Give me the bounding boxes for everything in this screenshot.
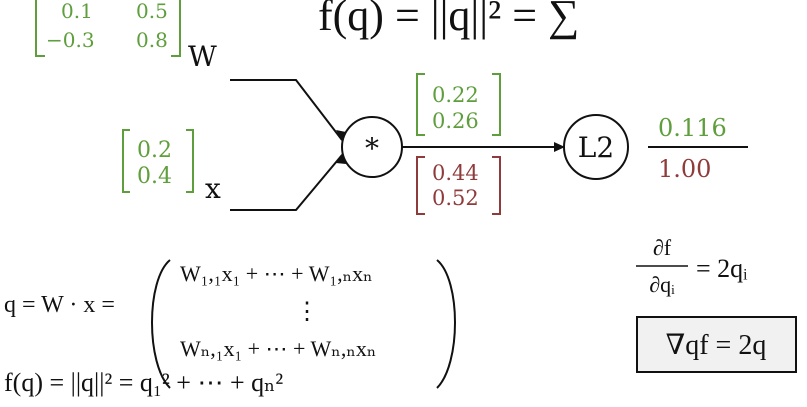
l2-forward-value: 0.116 (658, 114, 727, 142)
w21-value: −0.3 (46, 28, 95, 52)
q-equals-text: q = W · x = (4, 292, 115, 318)
graph-edges (230, 79, 748, 211)
multiply-forward-values: 0.22 0.26 (416, 73, 501, 136)
l2-gradient-value: 1.00 (658, 155, 711, 183)
w-label: W (188, 40, 217, 73)
f-equation: f(q) = ||q||² = q₁² + ⋯ + qₙ² (4, 368, 283, 397)
arrowhead-q (554, 142, 565, 152)
x2-value: 0.4 (137, 164, 172, 189)
gradient-formula: ∇qf = 2q (666, 330, 767, 361)
q2-gradient: 0.52 (432, 186, 479, 210)
gradient-box (636, 316, 797, 373)
partial-rhs: = 2qᵢ (696, 254, 748, 283)
w12-value: 0.5 (136, 0, 168, 23)
matrix-row-2: ⋮ (295, 299, 319, 325)
x1-value: 0.2 (137, 138, 172, 163)
q1-forward: 0.22 (432, 83, 479, 107)
matrix-row-3: Wₙ,₁x₁ + ⋯ + Wₙ,ₙxₙ (180, 336, 376, 361)
l2-node (563, 114, 629, 180)
w11-value: 0.1 (61, 0, 93, 23)
l2-label: L2 (578, 131, 614, 164)
x-label: x (205, 172, 221, 205)
partial-derivative: ∂f ∂qᵢ = 2qᵢ (636, 235, 748, 297)
matrix-row-1: W₁,₁x₁ + ⋯ + W₁,ₙxₙ (180, 261, 373, 286)
weight-matrix: 0.1 0.5 −0.3 0.8 W (35, 0, 217, 73)
multiply-backward-values: 0.44 0.52 (416, 156, 501, 215)
partial-denominator: ∂qᵢ (649, 272, 675, 297)
top-formula-fragment: f(q) = ||q||² = ∑ (318, 0, 579, 40)
edge-w (230, 79, 343, 141)
product-equation: q = W · x = W₁,₁x₁ + ⋯ + W₁,ₙxₙ ⋮ Wₙ,₁x₁… (4, 259, 456, 389)
partial-numerator: ∂f (653, 235, 672, 260)
input-vector: 0.2 0.4 x (122, 129, 221, 205)
q1-gradient: 0.44 (432, 161, 479, 185)
w22-value: 0.8 (136, 28, 168, 52)
edge-x (230, 154, 343, 211)
multiply-symbol: * (365, 132, 379, 165)
q2-forward: 0.26 (432, 109, 479, 133)
multiply-node (341, 116, 403, 178)
